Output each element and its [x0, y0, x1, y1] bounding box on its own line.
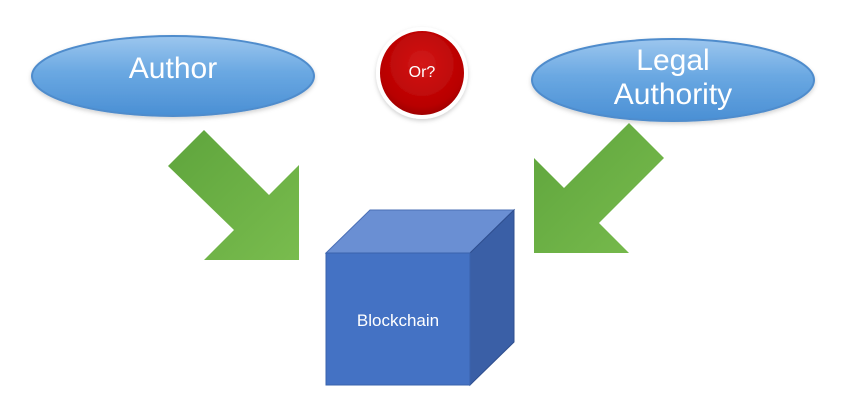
blockchain-cube — [324, 208, 516, 387]
author-node — [31, 35, 315, 117]
or-node — [376, 27, 468, 119]
legal-authority-label-line2: Authority — [613, 77, 733, 111]
author-label: Author — [128, 52, 218, 85]
legal-authority-node — [531, 38, 815, 122]
legal-authority-label-line1: Legal — [636, 44, 710, 77]
legal-authority-label: Legal Authority — [528, 44, 818, 111]
author-to-blockchain-arrow — [168, 130, 299, 260]
blockchain-label: Blockchain — [356, 311, 440, 330]
or-label: Or? — [408, 64, 436, 81]
authority-to-blockchain-arrow — [534, 123, 664, 253]
